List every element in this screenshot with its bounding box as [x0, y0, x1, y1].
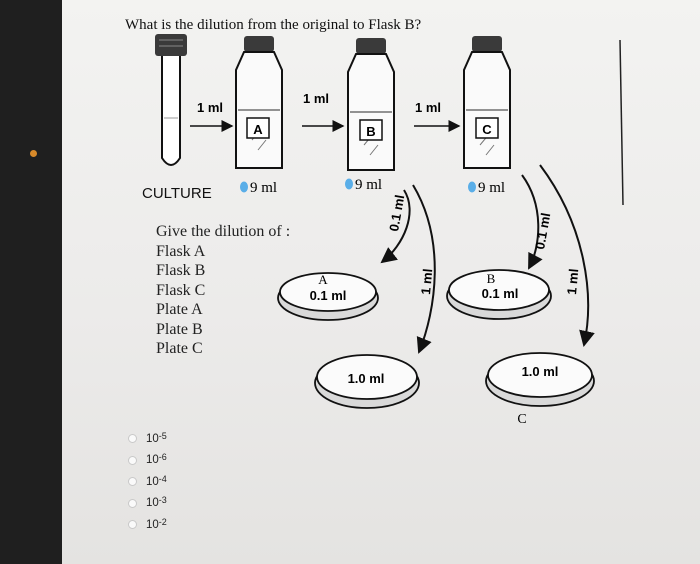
plate-a-volume: 0.1 ml — [310, 288, 347, 303]
flask-b-label: B — [366, 124, 375, 139]
transfer-label-3: 1 ml — [415, 100, 441, 115]
transfer-label-2: 1 ml — [303, 91, 329, 106]
blue-dot-a — [240, 181, 248, 193]
flask-a-label: A — [253, 122, 263, 137]
radio-button[interactable] — [128, 498, 137, 508]
radio-button[interactable] — [128, 477, 137, 487]
radio-button[interactable] — [128, 520, 137, 530]
volume-b: 9 ml — [355, 177, 382, 193]
flask-a — [235, 36, 283, 169]
curve-arrow-b-plate — [380, 189, 411, 264]
radio-button[interactable] — [128, 455, 137, 465]
volume-a: 9 ml — [250, 180, 277, 196]
answer-option-2[interactable]: 10-6 — [128, 450, 167, 472]
culture-tube — [155, 34, 187, 166]
answer-option-5[interactable]: 10-2 — [128, 514, 167, 536]
answer-option-1[interactable]: 10-5 — [128, 428, 167, 450]
prompt-item: Flask B — [156, 262, 206, 279]
prompt-heading: Give the dilution of : — [156, 223, 291, 240]
plate-b — [446, 269, 552, 320]
flask-c — [463, 36, 511, 169]
arrow-label-b-small: 0.1 ml — [386, 194, 407, 233]
plate-a — [277, 272, 379, 321]
prompt-item: Plate B — [156, 320, 203, 338]
plate-b-volume: 0.1 ml — [482, 286, 519, 301]
flask-c-label-box — [475, 117, 499, 139]
blue-dot-b — [345, 178, 353, 190]
volume-c: 9 ml — [478, 180, 505, 196]
flask-c-label: C — [482, 122, 492, 137]
plate-a-label: A — [318, 272, 328, 287]
answer-option-4[interactable]: 10-3 — [128, 493, 167, 515]
question-text: What is the dilution from the original t… — [125, 17, 422, 33]
flask-b — [347, 38, 395, 171]
blue-dot-c — [468, 181, 476, 193]
curve-arrow-c-large — [539, 164, 595, 347]
curve-arrow-b-large — [412, 184, 436, 354]
plate-c — [485, 352, 595, 407]
prompt-item: Plate C — [156, 340, 203, 357]
prompt-item: Plate A — [156, 301, 203, 318]
transfer-label-1: 1 ml — [197, 100, 223, 115]
prompt-item: Flask C — [156, 281, 206, 299]
orange-dot — [30, 150, 37, 157]
margin-line — [619, 39, 624, 206]
plate-c-label: C — [517, 412, 526, 427]
prompt-item: Flask A — [156, 242, 206, 260]
plate-large-b-volume: 1.0 ml — [348, 371, 385, 386]
radio-button[interactable] — [128, 434, 137, 444]
plate-b-label: B — [487, 271, 496, 286]
answer-options: 10-5 10-6 10-4 10-3 10-2 — [128, 428, 167, 536]
curve-arrow-c-plate — [521, 174, 543, 270]
culture-label: CULTURE — [142, 185, 212, 202]
arrow-label-c-small: 0.1 ml — [532, 212, 553, 251]
answer-option-3[interactable]: 10-4 — [128, 471, 167, 493]
plate-large-b — [314, 354, 420, 409]
arrow-label-c-large: 1 ml — [564, 268, 581, 295]
plate-c-volume: 1.0 ml — [522, 364, 559, 379]
arrow-label-b-large: 1 ml — [418, 268, 435, 295]
flask-a-label-box — [246, 117, 270, 139]
dilution-prompt: Give the dilution of : Flask A Flask B F… — [156, 222, 290, 359]
flask-b-label-box — [359, 119, 383, 141]
